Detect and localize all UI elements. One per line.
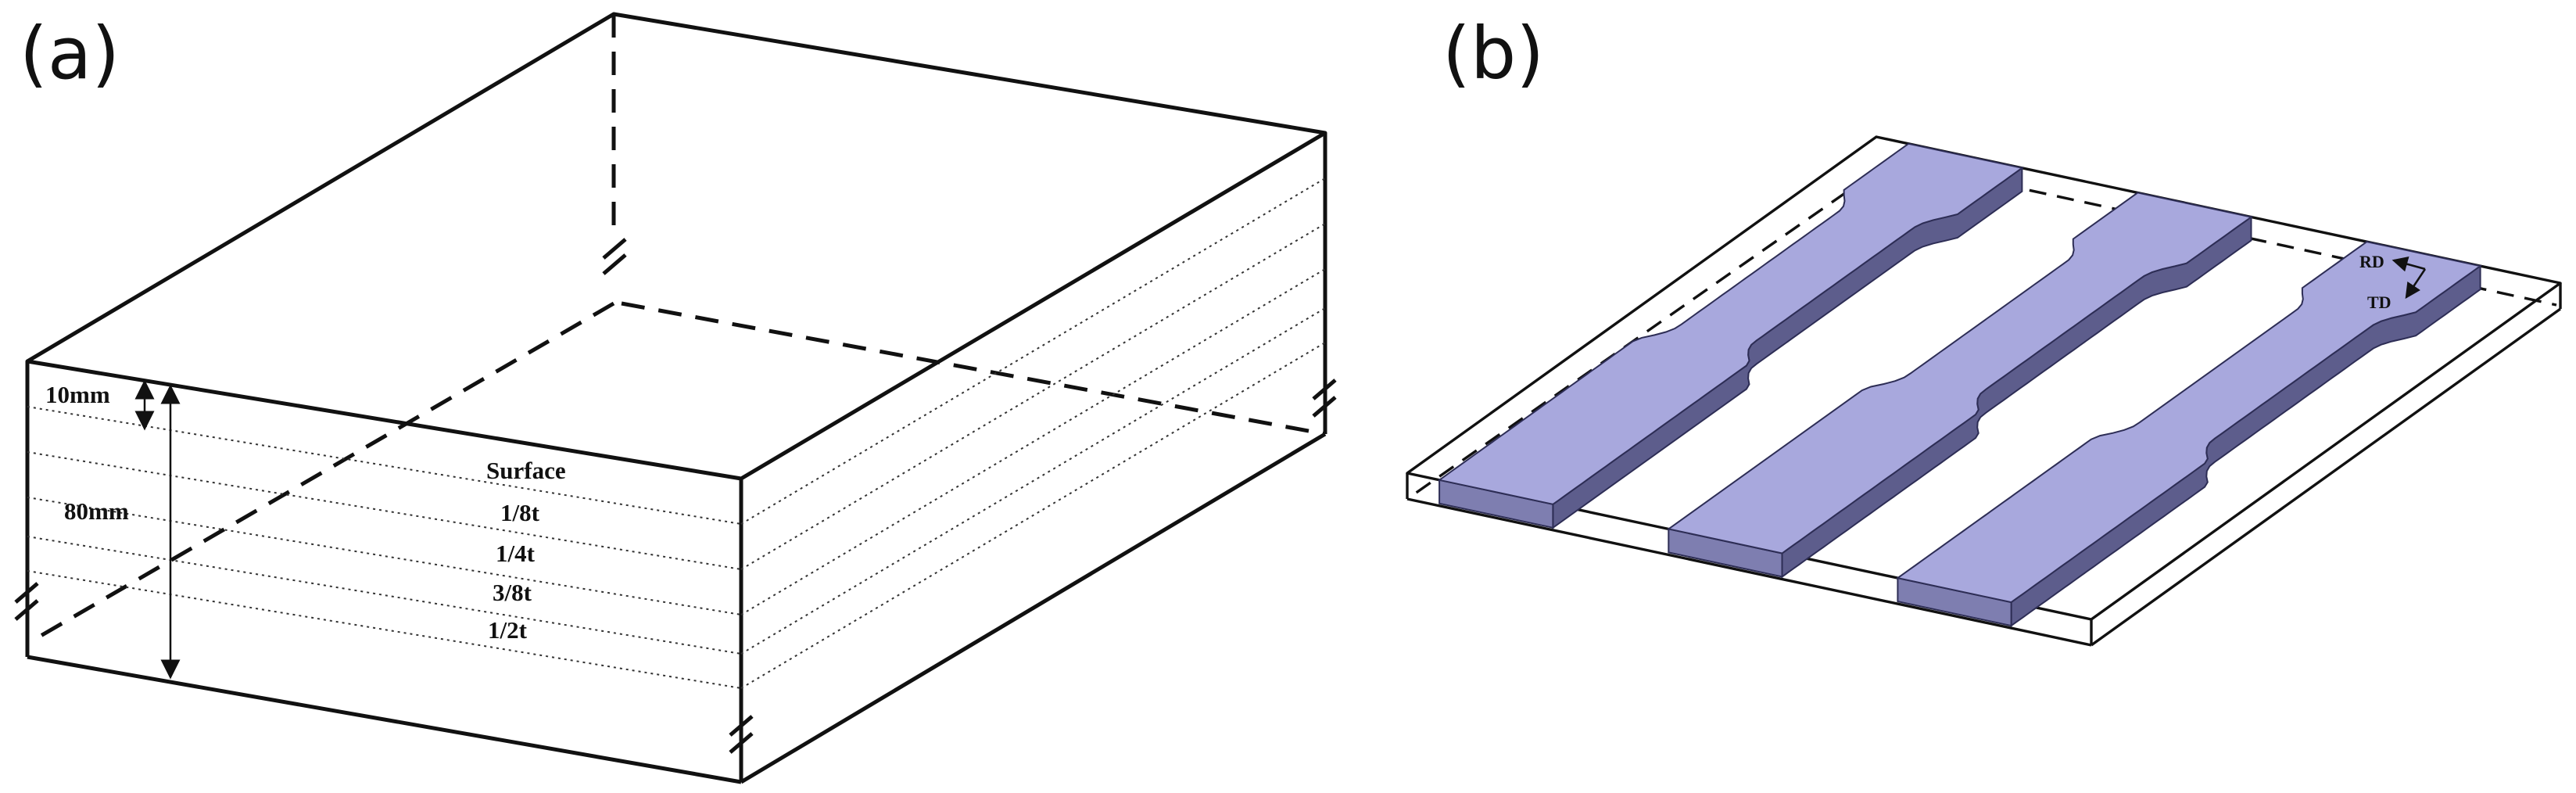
panel-a-letter: (a) <box>20 12 120 95</box>
panel-a: (a) <box>14 12 1337 784</box>
specimen-1-top-face <box>1437 142 2024 505</box>
layer-label-1-2t: 1/2t <box>488 616 528 644</box>
dimension-10mm-label: 10mm <box>45 381 110 408</box>
layer-label-1-8t: 1/8t <box>500 499 540 526</box>
panel-b: (b) RD TD <box>1406 12 2562 647</box>
break-marks <box>14 238 1337 754</box>
specimen-3-top-face <box>1895 241 2483 604</box>
block-outline <box>25 12 1327 784</box>
specimen-2-top-face <box>1666 192 2253 554</box>
layer-lines-side <box>740 178 1326 689</box>
td-label: TD <box>2367 292 2391 312</box>
plate-outline <box>1406 135 2562 647</box>
layer-label-surface: Surface <box>486 457 566 484</box>
block-hidden-edges <box>30 14 1326 644</box>
dimension-80mm-label: 80mm <box>64 497 129 525</box>
specimens <box>1437 142 2483 628</box>
layer-label-1-4t: 1/4t <box>496 540 536 567</box>
layer-lines-front <box>27 406 742 689</box>
layer-label-3-8t: 3/8t <box>493 579 532 606</box>
panel-b-letter: (b) <box>1442 12 1544 95</box>
dimension-arrows <box>134 379 181 680</box>
direction-indicator: RD TD <box>2359 252 2427 312</box>
rd-label: RD <box>2359 252 2384 271</box>
